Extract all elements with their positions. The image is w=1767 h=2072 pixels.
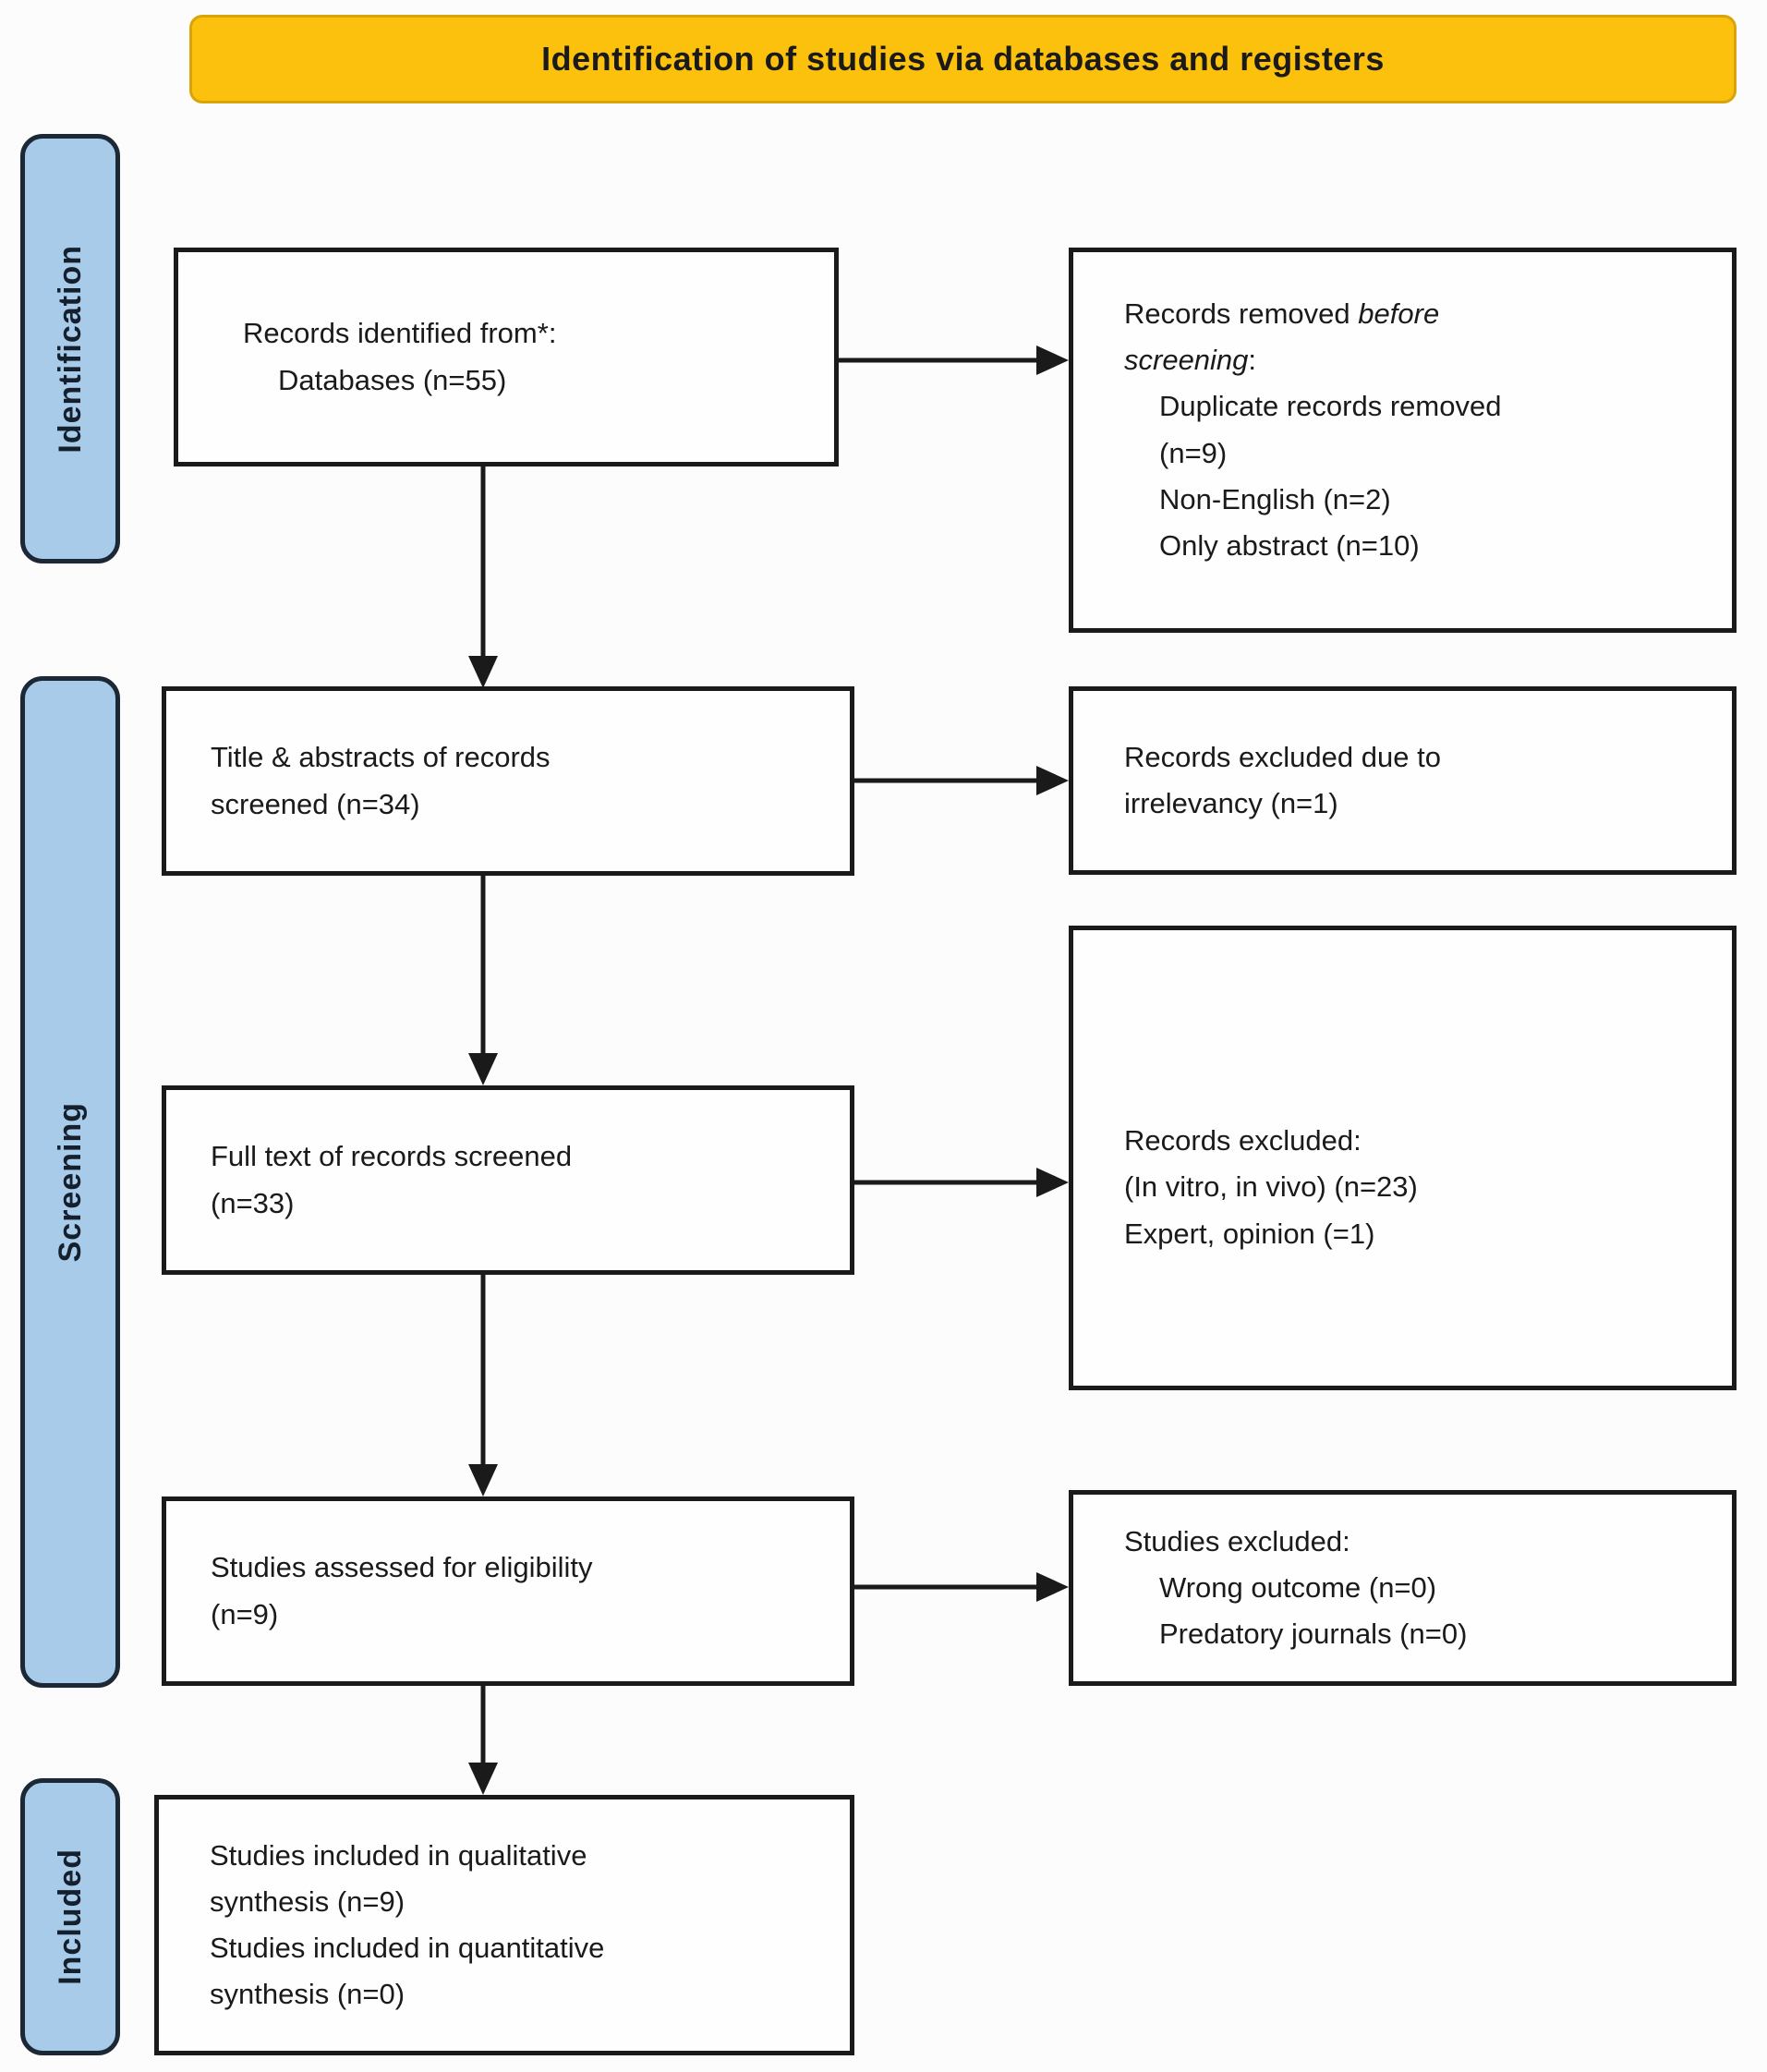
box-records-excluded-irrelevancy: Records excluded due to irrelevancy (n=1… xyxy=(1069,686,1737,875)
box-studies-included: Studies included in qualitative synthesi… xyxy=(154,1795,854,2055)
box-line: Title & abstracts of records xyxy=(211,741,551,774)
box-line: Studies assessed for eligibility xyxy=(211,1551,593,1584)
box-line: synthesis (n=9) xyxy=(210,1884,405,1918)
stage-label-screening-text: Screening xyxy=(52,1101,88,1263)
box-line: Wrong outcome (n=0) xyxy=(1159,1570,1437,1604)
box-records-identified: Records identified from*: Databases (n=5… xyxy=(174,248,839,467)
box-line: (n=33) xyxy=(211,1186,295,1219)
box-studies-excluded: Studies excluded: Wrong outcome (n=0) Pr… xyxy=(1069,1490,1737,1686)
box-line: irrelevancy (n=1) xyxy=(1124,787,1338,819)
stage-label-screening: Screening xyxy=(20,676,120,1688)
box-line: Studies excluded: xyxy=(1124,1524,1350,1557)
box-line: (n=9) xyxy=(1159,436,1228,469)
box-line: Databases (n=55) xyxy=(278,363,507,396)
box-records-excluded-fulltext: Records excluded: (In vitro, in vivo) (n… xyxy=(1069,926,1737,1390)
box-line: Records identified from*: xyxy=(243,317,557,350)
box-line: synthesis (n=0) xyxy=(210,1978,405,2011)
box-fulltext-screened: Full text of records screened (n=33) xyxy=(162,1085,854,1275)
box-line: Records excluded: xyxy=(1124,1124,1362,1157)
box-line: Only abstract (n=10) xyxy=(1159,529,1420,563)
box-line: Duplicate records removed xyxy=(1159,390,1502,423)
box-line: screened (n=34) xyxy=(211,787,420,820)
banner-title: Identification of studies via databases … xyxy=(189,15,1737,103)
box-line: Records excluded due to xyxy=(1124,740,1441,773)
stage-label-included-text: Included xyxy=(52,1848,88,1985)
box-line: Studies included in qualitative xyxy=(210,1838,587,1872)
box-line: Full text of records screened xyxy=(211,1140,573,1173)
stage-label-identification-text: Identification xyxy=(52,244,88,454)
stage-label-identification: Identification xyxy=(20,134,120,563)
box-line: Records removed before xyxy=(1124,297,1440,330)
box-line: Predatory journals (n=0) xyxy=(1159,1618,1468,1651)
box-line: screening: xyxy=(1124,344,1257,377)
stage-label-included: Included xyxy=(20,1778,120,2055)
box-records-removed: Records removed before screening: Duplic… xyxy=(1069,248,1737,633)
box-line: (In vitro, in vivo) (n=23) xyxy=(1124,1170,1418,1204)
box-line: Expert, opinion (=1) xyxy=(1124,1217,1375,1250)
banner-title-text: Identification of studies via databases … xyxy=(541,40,1385,78)
box-line: Studies included in quantitative xyxy=(210,1932,605,1964)
box-studies-assessed: Studies assessed for eligibility (n=9) xyxy=(162,1496,854,1686)
box-title-abstract-screened: Title & abstracts of records screened (n… xyxy=(162,686,854,876)
box-line: Non-English (n=2) xyxy=(1159,482,1391,515)
box-line: (n=9) xyxy=(211,1597,279,1630)
